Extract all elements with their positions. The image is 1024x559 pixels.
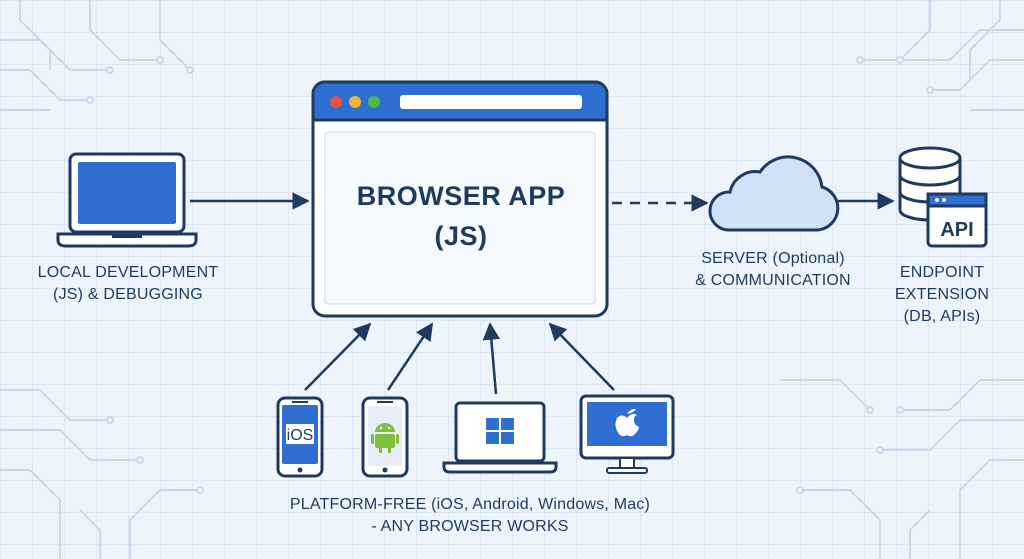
arrows <box>190 192 895 395</box>
server-label-line1: SERVER (Optional) <box>701 250 845 267</box>
local-development-label: LOCAL DEVELOPMENT (JS) & DEBUGGING <box>8 262 248 306</box>
arrow-iphone-to-browser <box>304 322 372 391</box>
browser-title-line1: BROWSER APP <box>356 181 566 211</box>
address-bar <box>400 95 582 109</box>
endpoint-label: ENDPOINT EXTENSION (DB, APIs) <box>872 262 1012 328</box>
platform-label-line2: - ANY BROWSER WORKS <box>371 518 569 535</box>
browser-window <box>311 80 609 318</box>
browser-content <box>324 131 596 305</box>
browser-app-title: BROWSER APP (JS) <box>330 176 592 256</box>
circuit-nodes <box>86 56 934 494</box>
windows-laptop-icon <box>442 401 558 474</box>
platform-label-line1: PLATFORM-FREE (iOS, Android, Windows, Ma… <box>289 496 651 513</box>
endpoint-label-line2: EXTENSION <box>894 286 990 303</box>
ios-text: iOS <box>287 427 314 444</box>
browser-title-line2: (JS) <box>434 221 488 251</box>
minimize-dot-icon <box>349 96 361 108</box>
local-label-line1: LOCAL DEVELOPMENT <box>37 264 219 281</box>
server-label-line2: & COMMUNICATION <box>695 272 851 289</box>
android-phone-icon <box>361 396 409 478</box>
endpoint-label-line3: (DB, APIs) <box>903 308 981 325</box>
arrow-windows-to-browser <box>482 322 501 395</box>
endpoint-label-line1: ENDPOINT <box>899 264 985 281</box>
iphone-icon: iOS <box>276 396 324 478</box>
platform-label: PLATFORM-FREE (iOS, Android, Windows, Ma… <box>250 494 690 538</box>
close-dot-icon <box>330 96 342 108</box>
api-badge-text: API <box>940 219 973 241</box>
arrow-android-to-browser <box>386 322 434 391</box>
mac-monitor-icon <box>579 394 675 474</box>
local-label-line2: (JS) & DEBUGGING <box>53 286 203 303</box>
laptop-icon <box>56 152 198 248</box>
server-label: SERVER (Optional) & COMMUNICATION <box>666 248 880 292</box>
cloud-icon <box>708 155 840 232</box>
api-icon: API <box>926 192 988 248</box>
maximize-dot-icon <box>368 96 380 108</box>
arrow-mac-to-browser <box>548 322 615 391</box>
